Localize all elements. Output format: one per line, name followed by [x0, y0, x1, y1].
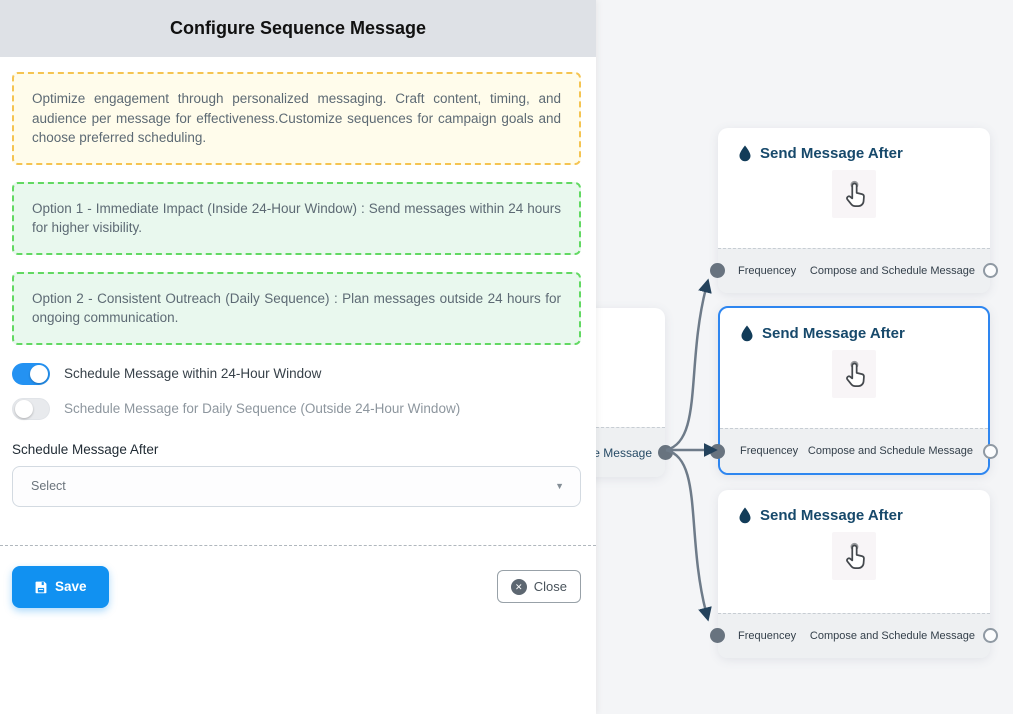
node-1-frequency-label[interactable]: Frequencey: [738, 265, 797, 277]
node-3-title-row: Send Message After: [718, 490, 990, 524]
option-1-info-box: Option 1 - Immediate Impact (Inside 24-H…: [12, 181, 581, 255]
send-message-after-node-2-selected[interactable]: Send Message After Frequencey Compose an…: [710, 306, 998, 475]
footer-divider: [0, 544, 596, 546]
node-1-footer: Frequencey Compose and Schedule Message: [718, 248, 990, 293]
node-1-click-area[interactable]: [832, 170, 876, 218]
source-node-footer-label: ce Message: [587, 445, 652, 460]
source-connection-handle[interactable]: [658, 445, 673, 460]
hand-pointer-icon: [846, 360, 865, 387]
node-1-output-handle[interactable]: [983, 263, 998, 278]
close-x-icon: ✕: [510, 578, 527, 595]
node-3-footer: Frequencey Compose and Schedule Message: [718, 613, 990, 658]
hand-pointer-icon: [846, 180, 865, 207]
option-2-info-box: Option 2 - Consistent Outreach (Daily Se…: [12, 271, 581, 345]
save-floppy-icon: [35, 581, 47, 594]
edge-to-bottom-node: [665, 448, 712, 622]
intro-info-box: Optimize engagement through personalized…: [12, 72, 581, 165]
node-2-input-handle[interactable]: [710, 444, 725, 459]
send-message-after-node-1[interactable]: Send Message After Frequencey Compose an…: [710, 128, 998, 293]
panel-footer-buttons: Save ✕ Close: [12, 565, 581, 608]
node-3-input-handle[interactable]: [710, 628, 725, 643]
node-2-frequency-label[interactable]: Frequencey: [740, 445, 799, 457]
node-3-frequency-label[interactable]: Frequencey: [738, 630, 797, 642]
chevron-down-icon: ▼: [555, 481, 564, 492]
node-2-title: Send Message After: [762, 325, 905, 342]
toggle-knob: [15, 399, 33, 418]
droplet-icon: [741, 325, 753, 342]
node-1-title-row: Send Message After: [718, 128, 990, 162]
node-2-output-handle[interactable]: [983, 444, 998, 459]
configure-sequence-panel: Configure Sequence Message Optimize enga…: [0, 0, 596, 714]
schedule-within-24h-label: Schedule Message within 24-Hour Window: [64, 366, 322, 382]
droplet-icon: [739, 507, 751, 524]
schedule-after-select[interactable]: Select ▼: [12, 465, 581, 507]
node-3-output-handle[interactable]: [983, 628, 998, 643]
node-2-click-area[interactable]: [832, 350, 876, 398]
node-2-title-row: Send Message After: [720, 308, 988, 342]
save-button-label: Save: [55, 579, 87, 595]
node-3-click-area[interactable]: [832, 532, 876, 580]
node-1-title: Send Message After: [760, 145, 903, 162]
save-button[interactable]: Save: [12, 565, 109, 608]
hand-pointer-icon: [846, 542, 865, 569]
panel-header: Configure Sequence Message: [0, 0, 596, 57]
node-3-title: Send Message After: [760, 507, 903, 524]
schedule-message-after-label: Schedule Message After: [12, 441, 159, 457]
send-message-after-node-3[interactable]: Send Message After Frequencey Compose an…: [710, 490, 998, 658]
droplet-icon: [739, 145, 751, 162]
node-3-compose-label[interactable]: Compose and Schedule Message: [809, 630, 975, 642]
node-1-input-handle[interactable]: [710, 263, 725, 278]
node-2-footer: Frequencey Compose and Schedule Message: [720, 428, 988, 473]
toggle-row-daily-sequence: Schedule Message for Daily Sequence (Out…: [12, 397, 584, 420]
panel-title: Configure Sequence Message: [169, 18, 427, 38]
close-button[interactable]: ✕ Close: [496, 570, 581, 604]
toggle-knob: [30, 364, 48, 383]
schedule-within-24h-toggle[interactable]: [12, 362, 50, 385]
schedule-daily-sequence-label: Schedule Message for Daily Sequence (Out…: [64, 401, 461, 417]
edge-to-top-node: [665, 278, 712, 452]
close-button-label: Close: [533, 579, 567, 595]
schedule-daily-sequence-toggle[interactable]: [12, 397, 50, 420]
toggle-row-24-hour: Schedule Message within 24-Hour Window: [12, 362, 584, 385]
node-2-compose-label[interactable]: Compose and Schedule Message: [807, 445, 973, 457]
node-1-compose-label[interactable]: Compose and Schedule Message: [809, 265, 975, 277]
select-value: Select: [31, 479, 66, 494]
